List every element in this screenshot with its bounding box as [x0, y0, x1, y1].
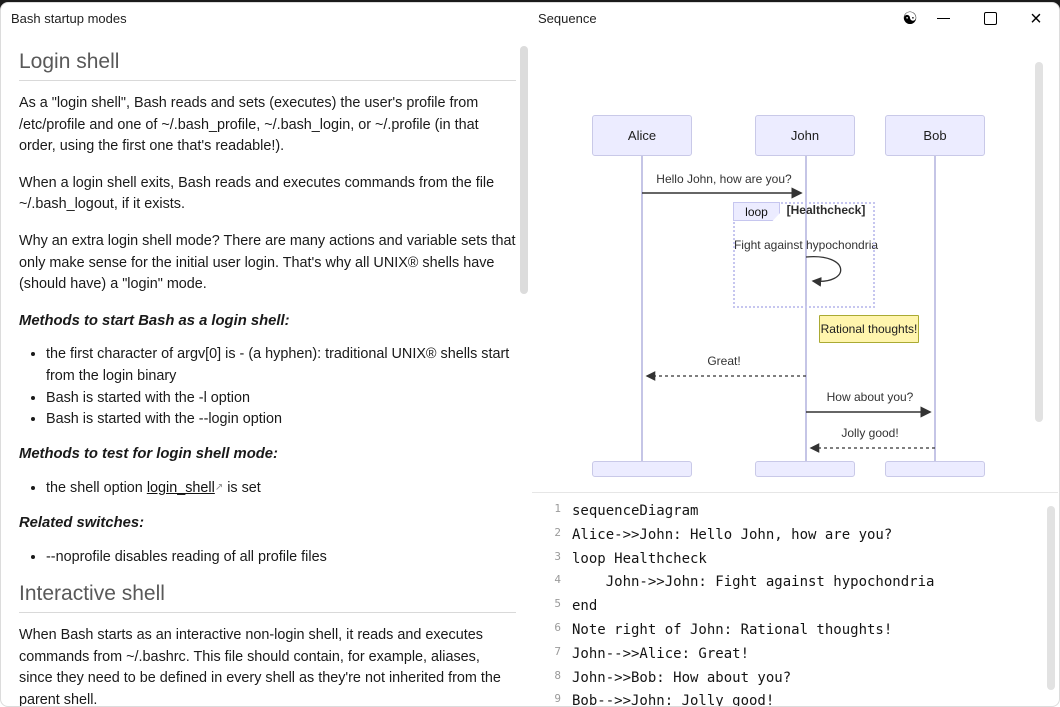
list-item: the first character of argv[0] is - (a h… — [46, 344, 516, 387]
code-text: loop Healthcheck — [572, 550, 707, 567]
section-heading-interactive-shell: Interactive shell — [19, 581, 516, 614]
section-heading-login-shell: Login shell — [19, 49, 516, 81]
paragraph: As a "login shell", Bash reads and sets … — [19, 95, 479, 155]
line-number: 6 — [554, 620, 561, 634]
left-pane-title: Bash startup modes — [11, 11, 127, 26]
maximize-icon[interactable] — [984, 12, 997, 25]
bullet-list-related: --noprofile disables reading of all prof… — [19, 547, 516, 569]
message-hello: Hello John, how are you? — [656, 172, 792, 186]
pane-divider[interactable] — [532, 492, 1058, 493]
line-number: 3 — [554, 549, 561, 563]
subheading-related-switches: Related switches: — [19, 514, 144, 531]
left-pane-scrollbar[interactable] — [520, 46, 528, 294]
line-number: 2 — [554, 525, 561, 539]
loop-label: loop — [733, 202, 780, 221]
list-item-text: the shell option — [46, 480, 147, 497]
login-shell-link[interactable]: login_shell — [146, 480, 215, 497]
bullet-list-start: the first character of argv[0] is - (a h… — [19, 344, 516, 430]
code-text: Alice->>John: Hello John, how are you? — [572, 526, 893, 543]
actor-john-bottom — [755, 461, 855, 477]
actor-alice: Alice — [592, 115, 692, 156]
lifeline-john — [805, 156, 807, 461]
paragraph: When Bash starts as an interactive non-l… — [19, 627, 501, 707]
code-line: 2 Alice->>John: Hello John, how are you? — [533, 525, 1059, 551]
subheading-methods-start: Methods to start Bash as a login shell: — [19, 312, 290, 329]
mermaid-code-editor[interactable]: 1 sequenceDiagram 2 Alice->>John: Hello Jo… — [533, 493, 1059, 707]
paragraph: Why an extra login shell mode? There are… — [19, 232, 516, 293]
code-line: 5 end — [533, 597, 1059, 622]
message-how-about-you: How about you? — [826, 390, 914, 404]
code-line: 7 John-->>Alice: Great! — [533, 644, 1059, 670]
message-jolly-good: Jolly good! — [841, 426, 899, 440]
list-item: Bash is started with the --login option — [46, 409, 516, 431]
actor-john: John — [755, 115, 855, 156]
code-line: 3 loop Healthcheck — [533, 549, 1059, 575]
minimize-icon[interactable] — [937, 18, 950, 20]
code-text: Note right of John: Rational thoughts! — [572, 621, 893, 638]
external-link-icon: ↗ — [214, 482, 224, 494]
diagram-scrollbar[interactable] — [1035, 62, 1043, 422]
editor-scrollbar[interactable] — [1047, 506, 1055, 690]
actor-bob-bottom — [885, 461, 985, 477]
code-text: John->>Bob: How about you? — [572, 669, 792, 686]
message-self: Fight against hypochondria — [733, 238, 879, 252]
theme-toggle-yin-yang-icon[interactable]: ☯ — [902, 9, 918, 29]
right-pane-title: Sequence — [538, 11, 597, 26]
close-icon[interactable]: × — [1030, 8, 1042, 30]
code-line: 9 Bob-->>John: Jolly good! — [533, 692, 1059, 707]
line-number: 9 — [554, 692, 561, 706]
line-number: 1 — [554, 502, 561, 515]
code-line: 8 John->>Bob: How about you? — [533, 668, 1059, 694]
code-text: sequenceDiagram — [572, 503, 699, 519]
line-number: 8 — [554, 668, 561, 682]
code-text: Bob-->>John: Jolly good! — [572, 693, 775, 707]
bullet-list-test: the shell option login_shell↗ is set — [19, 477, 516, 500]
lifeline-bob — [934, 156, 936, 461]
code-text: John->>John: Fight against hypochondria — [572, 574, 935, 591]
line-number: 4 — [554, 573, 561, 587]
subheading-methods-test: Methods to test for login shell mode: — [19, 445, 278, 462]
note-rational-thoughts: Rational thoughts! — [819, 315, 919, 343]
list-item-text: is set — [223, 480, 261, 497]
loop-frame: loop — [733, 202, 875, 308]
list-item: Bash is started with the -l option — [46, 388, 516, 410]
loop-condition: [Healthcheck] — [786, 203, 866, 217]
list-item: --noprofile disables reading of all prof… — [46, 547, 516, 569]
list-item: the shell option login_shell↗ is set — [46, 477, 516, 500]
code-text: end — [572, 598, 598, 615]
actor-alice-bottom — [592, 461, 692, 477]
paragraph: When a login shell exits, Bash reads and… — [19, 174, 495, 213]
diagram-arrows — [642, 187, 935, 453]
code-line: 1 sequenceDiagram — [533, 502, 1059, 527]
code-line: 6 Note right of John: Rational thoughts! — [533, 620, 1059, 646]
lifeline-alice — [641, 156, 643, 461]
code-text: John-->>Alice: Great! — [572, 645, 750, 662]
code-line: 4 John->>John: Fight against hypochondri… — [533, 573, 1059, 598]
document-content: Login shell As a "login shell", Bash rea… — [19, 49, 516, 707]
line-number: 5 — [554, 597, 561, 611]
line-number: 7 — [554, 644, 561, 658]
sequence-diagram-preview: Alice John Bob Hello John, how are you? … — [533, 33, 1059, 492]
message-great: Great! — [707, 354, 741, 368]
actor-bob: Bob — [885, 115, 985, 156]
